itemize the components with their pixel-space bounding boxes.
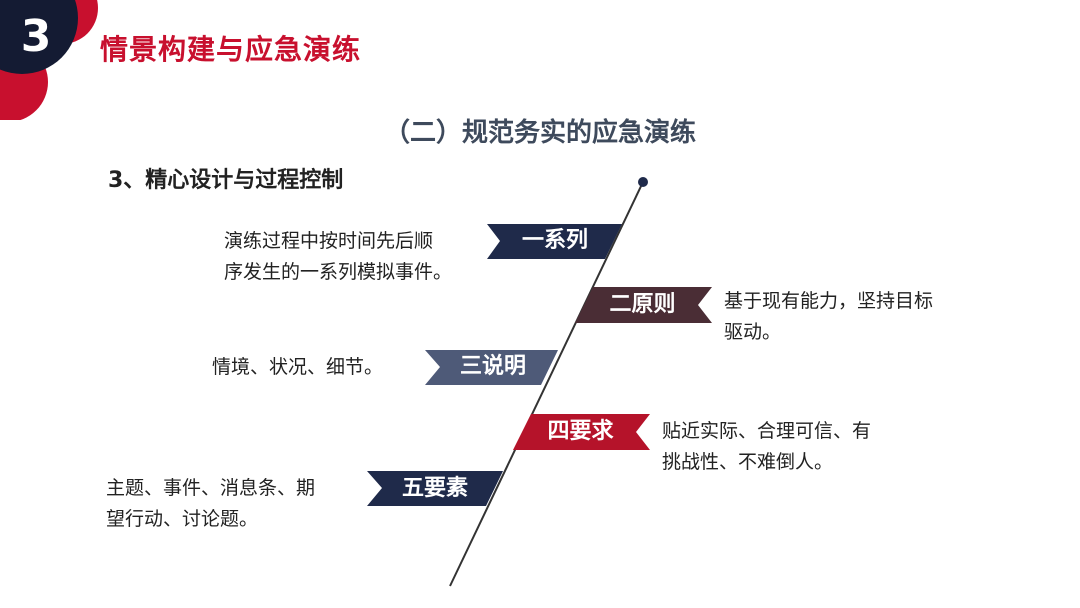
desc-explanations: 情境、状况、细节。	[212, 352, 383, 383]
banner-label-explanations: 三说明	[459, 354, 526, 379]
banner-5-shape	[367, 471, 503, 506]
desc-elements-line-1: 主题、事件、消息条、期	[106, 477, 316, 499]
banner-label-principles: 二原则	[609, 292, 676, 317]
banner-label-elements: 五要素	[401, 476, 468, 501]
section-number: 3	[20, 11, 52, 62]
banner-2-shape	[575, 287, 712, 323]
banner-label-series: 一系列	[521, 228, 588, 253]
section-title: 情景构建与应急演练	[100, 33, 362, 66]
desc-series-line-2: 序发生的一系列模拟事件。	[224, 261, 453, 283]
banner-3-shape	[425, 350, 558, 385]
banner-4-shape	[513, 414, 650, 450]
desc-elements: 主题、事件、消息条、期 望行动、讨论题。	[106, 473, 315, 535]
desc-series-line-1: 演练过程中按时间先后顺	[224, 230, 434, 252]
desc-explanations-line-1: 情境、状况、细节。	[212, 356, 384, 378]
desc-principles: 基于现有能力，坚持目标 驱动。	[724, 286, 933, 348]
desc-principles-line-2: 驱动。	[724, 321, 782, 343]
desc-elements-line-2: 望行动、讨论题。	[106, 508, 259, 530]
desc-requirements-line-1: 贴近实际、合理可信、有	[662, 420, 872, 442]
desc-principles-line-1: 基于现有能力，坚持目标	[724, 290, 934, 312]
desc-requirements-line-2: 挑战性、不难倒人。	[662, 451, 834, 473]
banner-1-shape	[487, 224, 622, 259]
slide-heading: 3、精心设计与过程控制	[108, 168, 344, 193]
timeline-dot	[638, 177, 648, 187]
slide-subtitle: （二）规范务实的应急演练	[383, 118, 696, 148]
banner-label-requirements: 四要求	[547, 419, 614, 444]
desc-requirements: 贴近实际、合理可信、有 挑战性、不难倒人。	[662, 416, 871, 478]
desc-series: 演练过程中按时间先后顺 序发生的一系列模拟事件。	[224, 226, 452, 288]
timeline-line	[449, 181, 644, 587]
corner-decoration	[0, 0, 98, 120]
